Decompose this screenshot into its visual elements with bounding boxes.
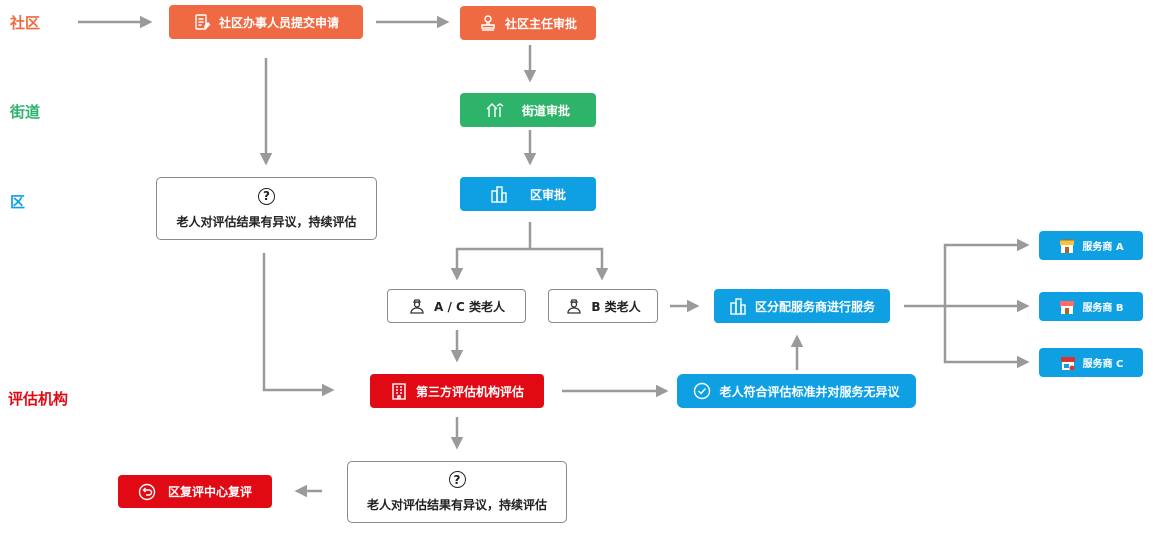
node-street-approval[interactable]: 街道审批 [460, 93, 596, 127]
arrow-to-provider-c [943, 306, 1030, 369]
node-elderly-type-b[interactable]: B 类老人 [548, 289, 658, 323]
node-director-label: 社区主任审批 [504, 16, 577, 31]
node-no-objection[interactable]: 老人符合评估标准并对服务无异议 [677, 374, 916, 408]
node-provider-c[interactable]: 服务商 C [1039, 348, 1143, 377]
question-icon: ? [448, 471, 466, 488]
shop-icon [1058, 237, 1076, 255]
node-no-objection-label: 老人符合评估标准并对服务无异议 [719, 384, 900, 399]
node-objection-bottom-label: 老人对评估结果有异议，持续评估 [366, 498, 547, 512]
node-provider-c-label: 服务商 C [1082, 359, 1124, 370]
building-icon [729, 297, 747, 315]
arrow-district-to-ac [450, 222, 532, 281]
arrow-objection-to-thirdparty [262, 253, 335, 397]
node-district-approval[interactable]: 区审批 [460, 177, 596, 211]
node-director-approval[interactable]: 社区主任审批 [460, 6, 596, 40]
street-icon [486, 101, 504, 119]
node-provider-b[interactable]: 服务商 B [1039, 292, 1143, 321]
node-provider-b-label: 服务商 B [1082, 303, 1124, 314]
return-icon [138, 483, 156, 501]
shop-icon [1058, 298, 1076, 316]
node-type-ac-label: A / C 类老人 [433, 299, 505, 314]
check-circle-icon [693, 382, 711, 400]
building-icon [490, 185, 508, 203]
node-district-review[interactable]: 区复评中心复评 [118, 475, 272, 508]
node-submit-label: 社区办事人员提交申请 [218, 15, 339, 30]
node-objection-continue-top[interactable]: ? 老人对评估结果有异议，持续评估 [156, 177, 377, 240]
node-review-label: 区复评中心复评 [167, 485, 252, 499]
question-icon: ? [258, 187, 275, 205]
elderly-person-icon [408, 297, 426, 315]
lane-label-district: 区 [10, 193, 26, 211]
node-type-b-label: B 类老人 [591, 299, 641, 314]
elderly-person-icon [565, 297, 583, 315]
node-assign-provider[interactable]: 区分配服务商进行服务 [714, 289, 890, 323]
node-elderly-type-ac[interactable]: A / C 类老人 [387, 289, 526, 323]
arrow-district-to-b [530, 247, 609, 281]
node-provider-a[interactable]: 服务商 A [1039, 231, 1143, 260]
node-assign-label: 区分配服务商进行服务 [754, 299, 875, 314]
arrow-to-provider-a [943, 238, 1030, 306]
document-icon [193, 13, 211, 31]
node-objection-continue-bottom[interactable]: ? 老人对评估结果有异议，持续评估 [347, 461, 567, 523]
lane-label-agency: 评估机构 [8, 390, 69, 408]
stamp-icon [479, 14, 497, 32]
node-district-label: 区审批 [529, 187, 566, 202]
shop-icon [1059, 354, 1077, 372]
office-building-icon [390, 382, 408, 400]
node-third-party-assessment[interactable]: 第三方评估机构评估 [370, 374, 544, 408]
node-objection-top-label: 老人对评估结果有异议，持续评估 [176, 214, 357, 229]
lane-label-street: 街道 [10, 103, 41, 121]
node-submit-application[interactable]: 社区办事人员提交申请 [169, 5, 363, 39]
node-provider-a-label: 服务商 A [1082, 242, 1124, 253]
lane-label-community: 社区 [10, 14, 41, 32]
node-street-label: 街道审批 [521, 103, 570, 118]
node-third-party-label: 第三方评估机构评估 [415, 384, 524, 399]
